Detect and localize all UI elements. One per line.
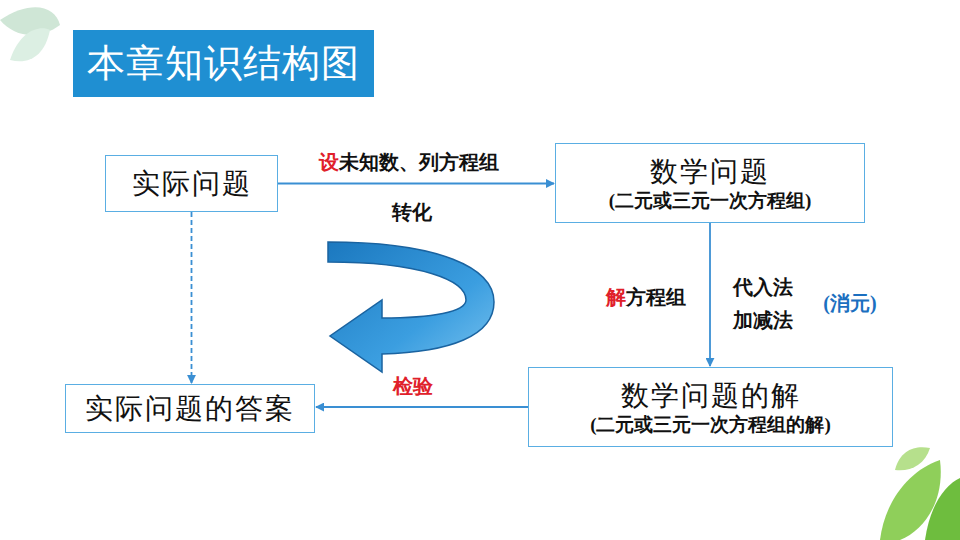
leaf — [925, 478, 960, 540]
box-body: (二元或三元一次方程组的解) — [590, 413, 831, 437]
method-label: 加减法 — [733, 307, 793, 334]
leaf — [10, 28, 50, 61]
chapter-title: 本章知识结构图 — [73, 30, 374, 97]
method-label: 代入法 — [733, 274, 793, 301]
flow-arrow — [316, 406, 528, 408]
leaf — [895, 447, 930, 470]
edge-label: 检验 — [393, 373, 433, 400]
method-label: (消元) — [823, 290, 876, 317]
flow-arrow — [278, 183, 554, 185]
flow-arrow — [709, 223, 711, 366]
box-heading: 实际问题 — [132, 166, 252, 201]
curved-arrow — [328, 242, 494, 372]
edge-label: 设未知数、列方程组 — [319, 149, 499, 176]
box-heading: 数学问题的解 — [621, 378, 801, 413]
process-box: 实际问题 — [105, 155, 278, 212]
box-body: (二元或三元一次方程组) — [609, 189, 812, 213]
process-box: 数学问题(二元或三元一次方程组) — [555, 143, 865, 223]
edge-label: 解方程组 — [606, 284, 686, 311]
transform-label: 转化 — [392, 199, 432, 226]
process-box: 实际问题的答案 — [65, 384, 315, 433]
box-heading: 实际问题的答案 — [85, 391, 295, 426]
leaf — [0, 7, 60, 35]
box-heading: 数学问题 — [650, 154, 770, 189]
leaf-decoration — [0, 7, 960, 540]
dashed-arrow — [191, 212, 193, 383]
process-box: 数学问题的解(二元或三元一次方程组的解) — [528, 367, 893, 447]
